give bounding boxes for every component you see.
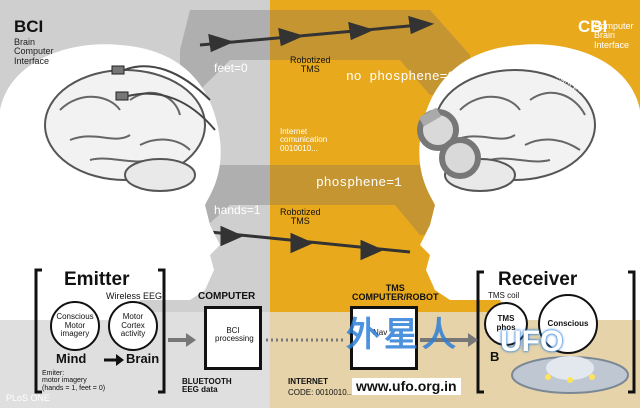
tms-computer-robot-title: TMS COMPUTER/ROBOT [352,283,439,303]
bci-subtitle: Brain Computer Interface [14,37,54,66]
bottom-beam-arrows [189,225,411,261]
bluetooth-label: BLUETOOTH EEG data [182,377,232,395]
bci-processing-box: BCI processing [204,306,262,370]
tms-phosphene-circle: TMS phos [484,302,528,346]
connector-arrows [104,333,478,366]
bci-title: BCI [14,17,44,36]
phosphene-label: phosphene=1 [316,175,402,190]
top-beam-arrows [199,15,435,53]
watermark-url: www.ufo.org.in [352,378,461,395]
bci-processing-label: BCI processing [215,326,254,344]
cbi-subtitle: Computer Brain Interface [594,21,634,50]
bottom-beam-yellow [270,165,455,235]
mind-label: Mind [56,351,87,366]
top-tms-label: Robotized TMS [290,55,331,75]
internet-code-label: CODE: 0010010... [288,388,354,397]
brain-label: Brain [126,351,160,366]
right-brain-folds [454,91,586,163]
electrode-wire-1 [123,65,211,101]
watermark-cjk-text: 外星人 [346,315,460,355]
tms-coil-label: TMS coil [488,291,520,300]
no-phosphene-label: no phosphene=0 [346,69,456,84]
watermark-ufo-text: UFO [500,325,564,358]
conscious-motor-imagery-circle: Conscious Motor imagery [50,301,100,351]
hands-label: hands=1 [214,203,261,217]
top-beam-yellow [270,10,470,95]
credit-label: PLoS ONE [6,393,51,403]
bottom-tms-label: Robotized TMS [280,207,321,227]
emitter-note: Emiter: motor imagery (hands = 1, feet =… [42,370,106,392]
motor-cortex-activity-circle: Motor Cortex activity [108,301,158,351]
receiver-bracket [476,270,636,394]
receiver-partial-label: B [490,349,500,364]
electrode-1 [111,65,125,75]
cbi-title: CBI [578,17,608,36]
electrode-wire-2 [127,92,216,131]
tms-navigation-label: Nav [373,328,388,337]
internet-label: INTERNET [288,377,328,386]
tms-coil [417,107,481,179]
internet-communication-label: Internet comunication 0010010... [280,127,328,153]
tms-navigation-box: Nav [350,306,418,370]
emitter-bracket [34,268,166,394]
feet-label: feet=0 [214,61,248,75]
receiver-title: Receiver [498,269,578,290]
wireless-eeg-label: Wireless EEG [106,291,163,301]
emitter-title: Emitter [64,269,130,290]
left-cerebellum [124,158,196,192]
conscious-circle: Conscious [538,294,598,354]
electrode-2 [115,91,129,101]
computer-title: COMPUTER [198,291,256,302]
ufo-watermark-icon [511,356,629,394]
